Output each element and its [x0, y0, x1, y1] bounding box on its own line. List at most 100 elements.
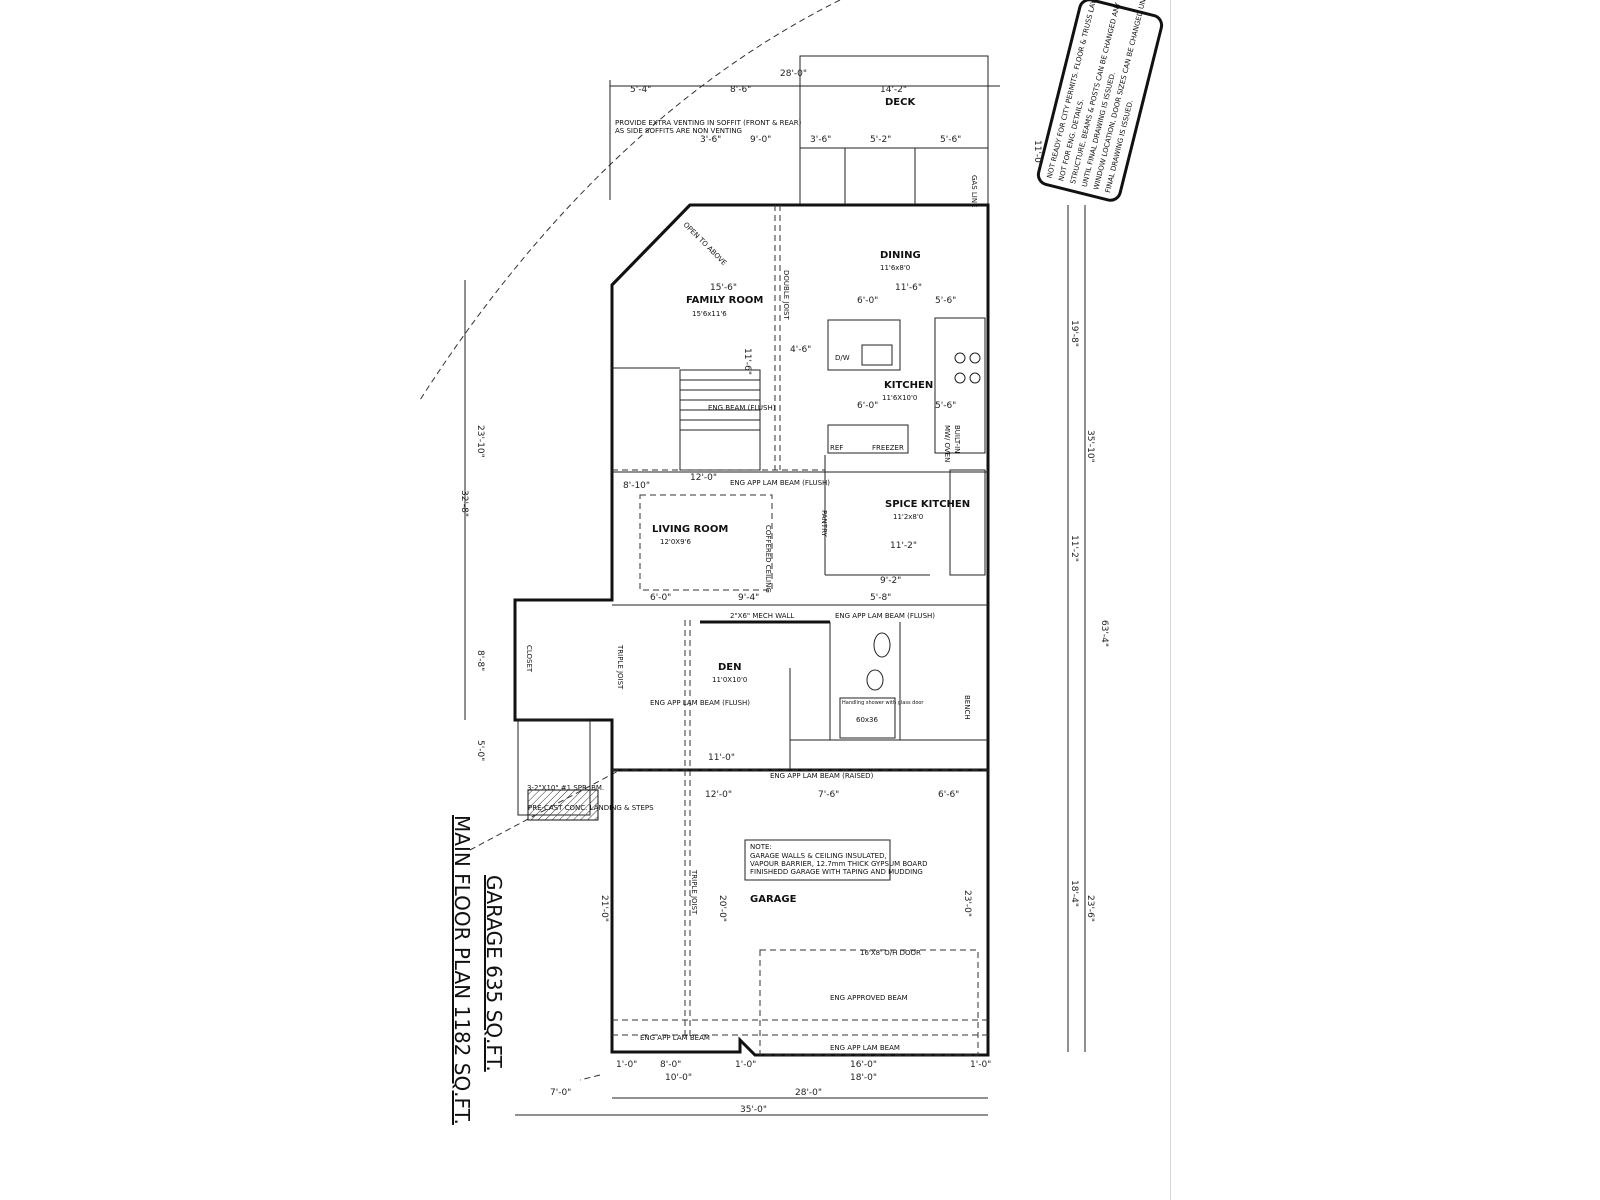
open-to-above: OPEN TO ABOVE	[682, 221, 728, 267]
dim-liv-6-0: 6'-0"	[650, 593, 671, 603]
sink	[861, 344, 893, 366]
dim-1a: 1'-0"	[616, 1060, 637, 1070]
garage-note-2: VAPOUR BARRIER, 12.7mm THICK GYPSUM BOAR…	[750, 860, 927, 868]
garage-note-box	[744, 839, 891, 881]
dim-k-6-0: 6'-0"	[857, 296, 878, 306]
kitchen-label: KITCHEN	[884, 380, 933, 391]
coffered-ceiling: COFFERED CEILING	[764, 525, 772, 593]
coffered-ceiling-outline	[639, 494, 773, 591]
dim-garage-20: 20'-0"	[717, 895, 727, 922]
dim-5-6: 5'-6"	[940, 135, 961, 145]
den-size: 11'0X10'0	[712, 676, 747, 684]
lam-beam-raised: ENG APP LAM BEAM (RAISED)	[770, 772, 874, 780]
dim-garage-18: 18'-0"	[850, 1073, 877, 1083]
shower-size: 60x36	[856, 716, 879, 724]
dim-garage-8: 8'-0"	[660, 1060, 681, 1070]
oh-door-label: 16'X8' O/H DOOR	[860, 949, 921, 957]
ref-label: REF	[830, 444, 843, 452]
kitchen-counter	[934, 317, 986, 454]
dim-liv-8-10: 8'-10"	[623, 481, 650, 491]
dim-9-0: 9'-0"	[750, 135, 771, 145]
mw-oven-label: MW/ OVEN	[943, 425, 951, 462]
built-in-label: BUILT-IN	[953, 425, 961, 453]
triple-joist: TRIPLE JOIST	[616, 644, 624, 690]
dim-k-6-0b: 6'-0"	[857, 401, 878, 411]
title-garage: GARAGE 635 SQ.FT.	[482, 875, 506, 1072]
lam-beam-flush-3: ENG APP LAM BEAM (FLUSH)	[650, 699, 750, 707]
toilet-icon	[873, 632, 891, 658]
title-main: MAIN FLOOR PLAN 1182 SQ.FT.	[450, 815, 474, 1125]
venting-note-1: PROVIDE EXTRA VENTING IN SOFFIT (FRONT &…	[615, 119, 802, 127]
dim-sp-5-8: 5'-8"	[870, 593, 891, 603]
family-room-size: 15'6x11'6	[692, 310, 727, 318]
kitchen-island	[827, 319, 901, 371]
dim-left-5-0: 5'-0"	[475, 740, 485, 761]
dim-g-11: 11'-0"	[708, 753, 735, 763]
dim-sp-11-2: 11'-2"	[890, 541, 917, 551]
property-curve	[419, 0, 841, 401]
dim-right-63-4: 63'-4"	[1099, 620, 1109, 647]
dining-size: 11'6x8'0	[880, 264, 910, 272]
dim-left-7: 7'-0"	[550, 1088, 571, 1098]
landing	[527, 789, 599, 821]
dim-right-18-4: 18'-4"	[1069, 880, 1079, 907]
dim-deck-11: 11'-0"	[1032, 140, 1042, 167]
eng-beam-flush: ENG BEAM (FLUSH)	[708, 404, 776, 412]
dim-garage-10: 10'-0"	[665, 1073, 692, 1083]
lam-beam-right: ENG APP LAM BEAM	[830, 1044, 900, 1052]
fridge-freezer	[827, 424, 909, 454]
landing-label: PRE-CAST CONC. LANDING & STEPS	[528, 804, 654, 812]
dim-1c: 1'-0"	[970, 1060, 991, 1070]
dim-right-35-10: 35'-10"	[1085, 430, 1095, 463]
sink-icon	[866, 669, 884, 691]
lam-beam-flush-1: ENG APP LAM BEAM (FLUSH)	[730, 479, 830, 487]
dim-house-width: 28'-0"	[795, 1088, 822, 1098]
deck-label: DECK	[885, 97, 916, 108]
dim-3-6: 3'-6"	[700, 135, 721, 145]
freezer-label: FREEZER	[872, 444, 904, 452]
garage-note-1: GARAGE WALLS & CEILING INSULATED,	[750, 852, 887, 860]
venting-note-2: AS SIDE SOFFITS ARE NON VENTING	[615, 127, 742, 135]
shower-label: Handling shower with glass door	[842, 700, 924, 706]
dw-label: D/W	[835, 354, 850, 362]
disclaimer-box	[1036, 0, 1164, 202]
dim-8-6: 8'-6"	[730, 85, 751, 95]
dim-g-12: 12'-0"	[705, 790, 732, 800]
living-room-size: 12'0X9'6	[660, 538, 691, 546]
dim-right-11-2: 11'-2"	[1069, 535, 1079, 562]
dim-5-2: 5'-2"	[870, 135, 891, 145]
spice-counter	[949, 469, 986, 576]
dim-deck: 14'-2"	[880, 85, 907, 95]
dim-left-23-10: 23'-10"	[475, 425, 485, 458]
dim-garage-23: 23'-0"	[962, 890, 972, 917]
dim-garage-21: 21'-0"	[599, 895, 609, 922]
dim-garage-16: 16'-0"	[850, 1060, 877, 1070]
dim-fam-11-6: 11'-6"	[742, 348, 752, 375]
overhead-door-outline	[759, 949, 979, 1056]
closet-label: CLOSET	[525, 645, 533, 673]
bench-label: BENCH	[963, 695, 971, 720]
dim-g-7-6: 7'-6"	[818, 790, 839, 800]
dim-k-5-6b: 5'-6"	[935, 401, 956, 411]
pantry-label: PANTRY	[820, 510, 828, 537]
bay-wall	[610, 203, 692, 287]
dim-liv-9-4: 9'-4"	[738, 593, 759, 603]
living-room-label: LIVING ROOM	[652, 524, 728, 535]
dim-right-19-8: 19'-8"	[1069, 320, 1079, 347]
dim-liv-12: 12'-0"	[690, 473, 717, 483]
dim-fam-15-6: 15'-6"	[710, 283, 737, 293]
shower	[839, 697, 896, 739]
plan-title: MAIN FLOOR PLAN 1182 SQ.FT. GARAGE 635 S…	[450, 815, 506, 1125]
garage-wall	[610, 770, 990, 1057]
dim-left-8-8: 8'-8"	[475, 650, 485, 671]
double-joist: DOUBLE JOIST	[782, 270, 790, 320]
garage-note-title: NOTE:	[750, 843, 772, 851]
den-label: DEN	[718, 662, 742, 673]
disclaimer-stamp: NOT READY FOR CITY PERMITS. FLOOR & TRUS…	[1036, 0, 1164, 202]
dim-k-4-6: 4'-6"	[790, 345, 811, 355]
dim-5-4: 5'-4"	[630, 85, 651, 95]
spice-kitchen-size: 11'2x8'0	[893, 513, 923, 521]
dim-1b: 1'-0"	[735, 1060, 756, 1070]
garage-note-3: FINISHEDD GARAGE WITH TAPING AND MUDDING	[750, 868, 923, 876]
